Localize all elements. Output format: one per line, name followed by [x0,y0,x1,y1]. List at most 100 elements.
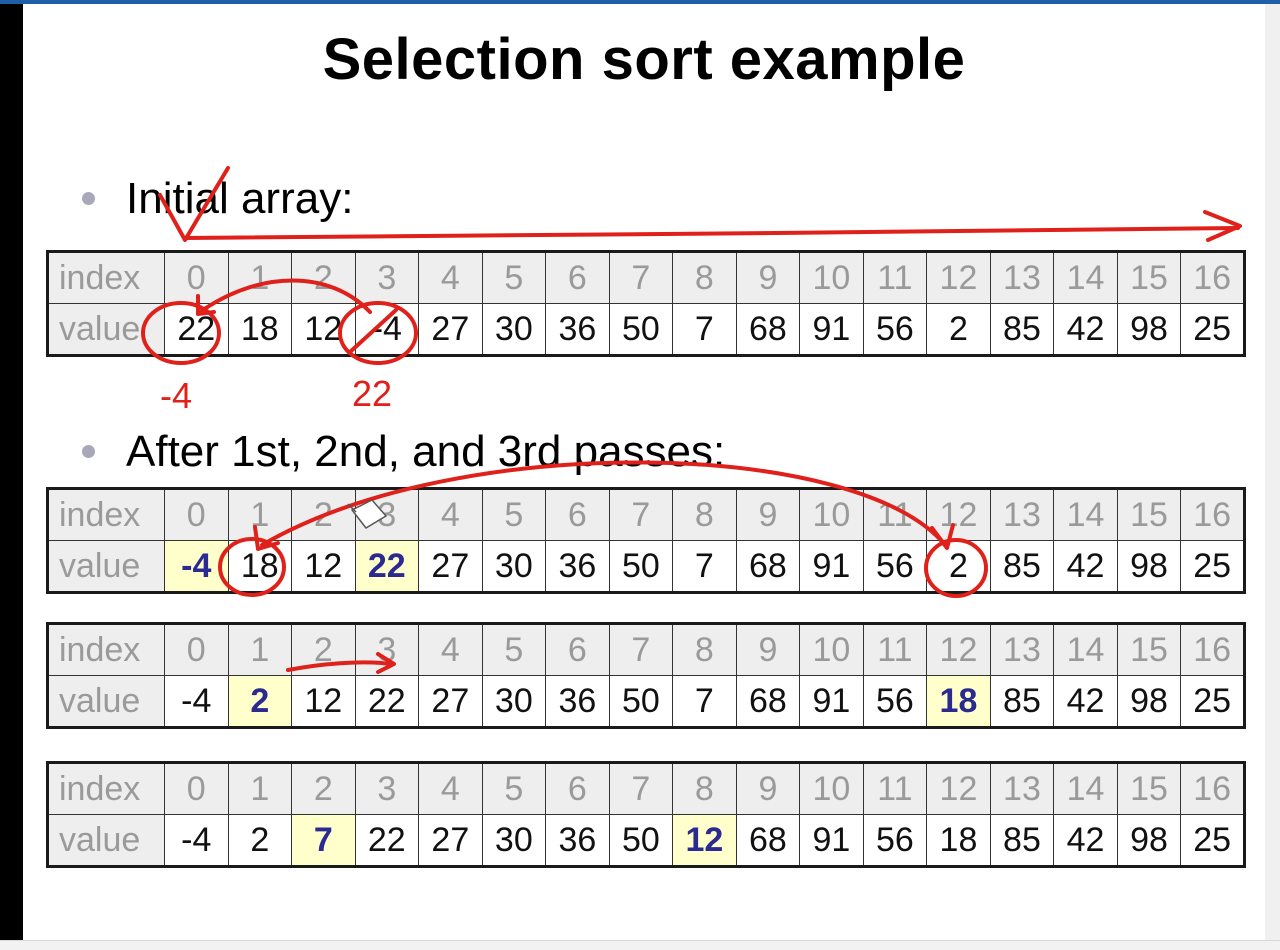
index-cell: 0 [164,488,229,541]
value-cell: 85 [989,675,1055,728]
index-cell: 9 [735,762,801,815]
value-cell: 12 [291,675,356,728]
value-cell: 18 [227,540,293,593]
value-cell: 30 [481,303,547,356]
index-cell: 9 [735,251,801,304]
index-cell: 6 [545,488,610,541]
index-cell: 16 [1180,623,1245,676]
value-cell: 91 [799,303,864,356]
value-cell: 7 [672,675,737,728]
slide: Selection sort example Initial array: in… [23,4,1265,940]
index-cell: 13 [989,623,1055,676]
value-cell: 85 [989,540,1055,593]
index-cell: 16 [1180,762,1245,815]
index-cell: 15 [1116,762,1182,815]
value-cell: 25 [1180,540,1245,593]
value-cell: 7 [672,303,737,356]
value-cell: 98 [1116,814,1182,867]
index-cell: 15 [1116,251,1182,304]
value-cell: 98 [1116,675,1182,728]
index-cell: 0 [164,762,229,815]
value-cell: 56 [862,814,928,867]
value-cell: -4 [354,303,420,356]
right-scroll-strip[interactable] [1265,4,1280,940]
index-cell: 1 [227,251,293,304]
index-cell: 8 [672,251,737,304]
value-cell: 98 [1116,303,1182,356]
value-cell: -4 [164,675,229,728]
index-cell: 7 [608,488,674,541]
index-cell: 14 [1053,488,1118,541]
index-cell: 7 [608,762,674,815]
value-cell: 27 [418,540,483,593]
value-cell: 42 [1053,303,1118,356]
index-cell: 13 [989,762,1055,815]
value-label: value [47,540,165,593]
value-cell: 91 [799,675,864,728]
slide-title: Selection sort example [322,27,966,92]
value-cell: 68 [735,540,801,593]
index-cell: 12 [926,762,991,815]
value-cell: 68 [735,303,801,356]
value-cell: 36 [545,540,610,593]
bullet-dot [82,192,95,205]
index-cell: 13 [989,251,1055,304]
index-cell: 15 [1116,488,1182,541]
value-cell: 25 [1180,814,1245,867]
bullet-initial: Initial array: [82,174,354,224]
index-cell: 12 [926,488,991,541]
value-cell: 25 [1180,303,1245,356]
value-cell: 42 [1053,814,1118,867]
highlighted-value-cell: 7 [291,814,356,867]
value-cell: -4 [164,814,229,867]
index-cell: 11 [862,762,928,815]
value-cell: 50 [608,675,674,728]
highlighted-value-cell: -4 [164,540,229,593]
index-cell: 14 [1053,251,1118,304]
index-cell: 15 [1116,623,1182,676]
index-cell: 6 [545,762,610,815]
index-cell: 16 [1180,488,1245,541]
index-cell: 12 [926,251,991,304]
bullet-dot [82,445,95,458]
index-cell: 12 [926,623,991,676]
value-cell: 36 [545,675,610,728]
bullet-initial-text: Initial array: [126,174,354,223]
index-cell: 11 [862,623,928,676]
index-cell: 11 [862,488,928,541]
index-cell: 10 [799,623,864,676]
value-cell: 27 [418,675,483,728]
value-label: value [47,675,165,728]
index-cell: 8 [672,762,737,815]
value-cell: 2 [227,814,293,867]
value-cell: 56 [862,303,928,356]
index-cell: 2 [291,488,356,541]
index-cell: 4 [418,251,483,304]
value-cell: 27 [418,303,483,356]
index-cell: 11 [862,251,928,304]
value-cell: 36 [545,303,610,356]
value-cell: 30 [481,675,547,728]
value-cell: 42 [1053,540,1118,593]
highlighted-value-cell: 12 [672,814,737,867]
value-cell: 30 [481,540,547,593]
bullet-passes-text: After 1st, 2nd, and 3rd passes: [126,427,726,476]
index-cell: 2 [291,762,356,815]
value-cell: 2 [926,303,991,356]
index-cell: 3 [354,623,420,676]
index-cell: 10 [799,251,864,304]
index-cell: 1 [227,623,293,676]
value-cell: 42 [1053,675,1118,728]
value-cell: 68 [735,675,801,728]
index-cell: 0 [164,623,229,676]
index-cell: 3 [354,762,420,815]
value-cell: 91 [799,540,864,593]
